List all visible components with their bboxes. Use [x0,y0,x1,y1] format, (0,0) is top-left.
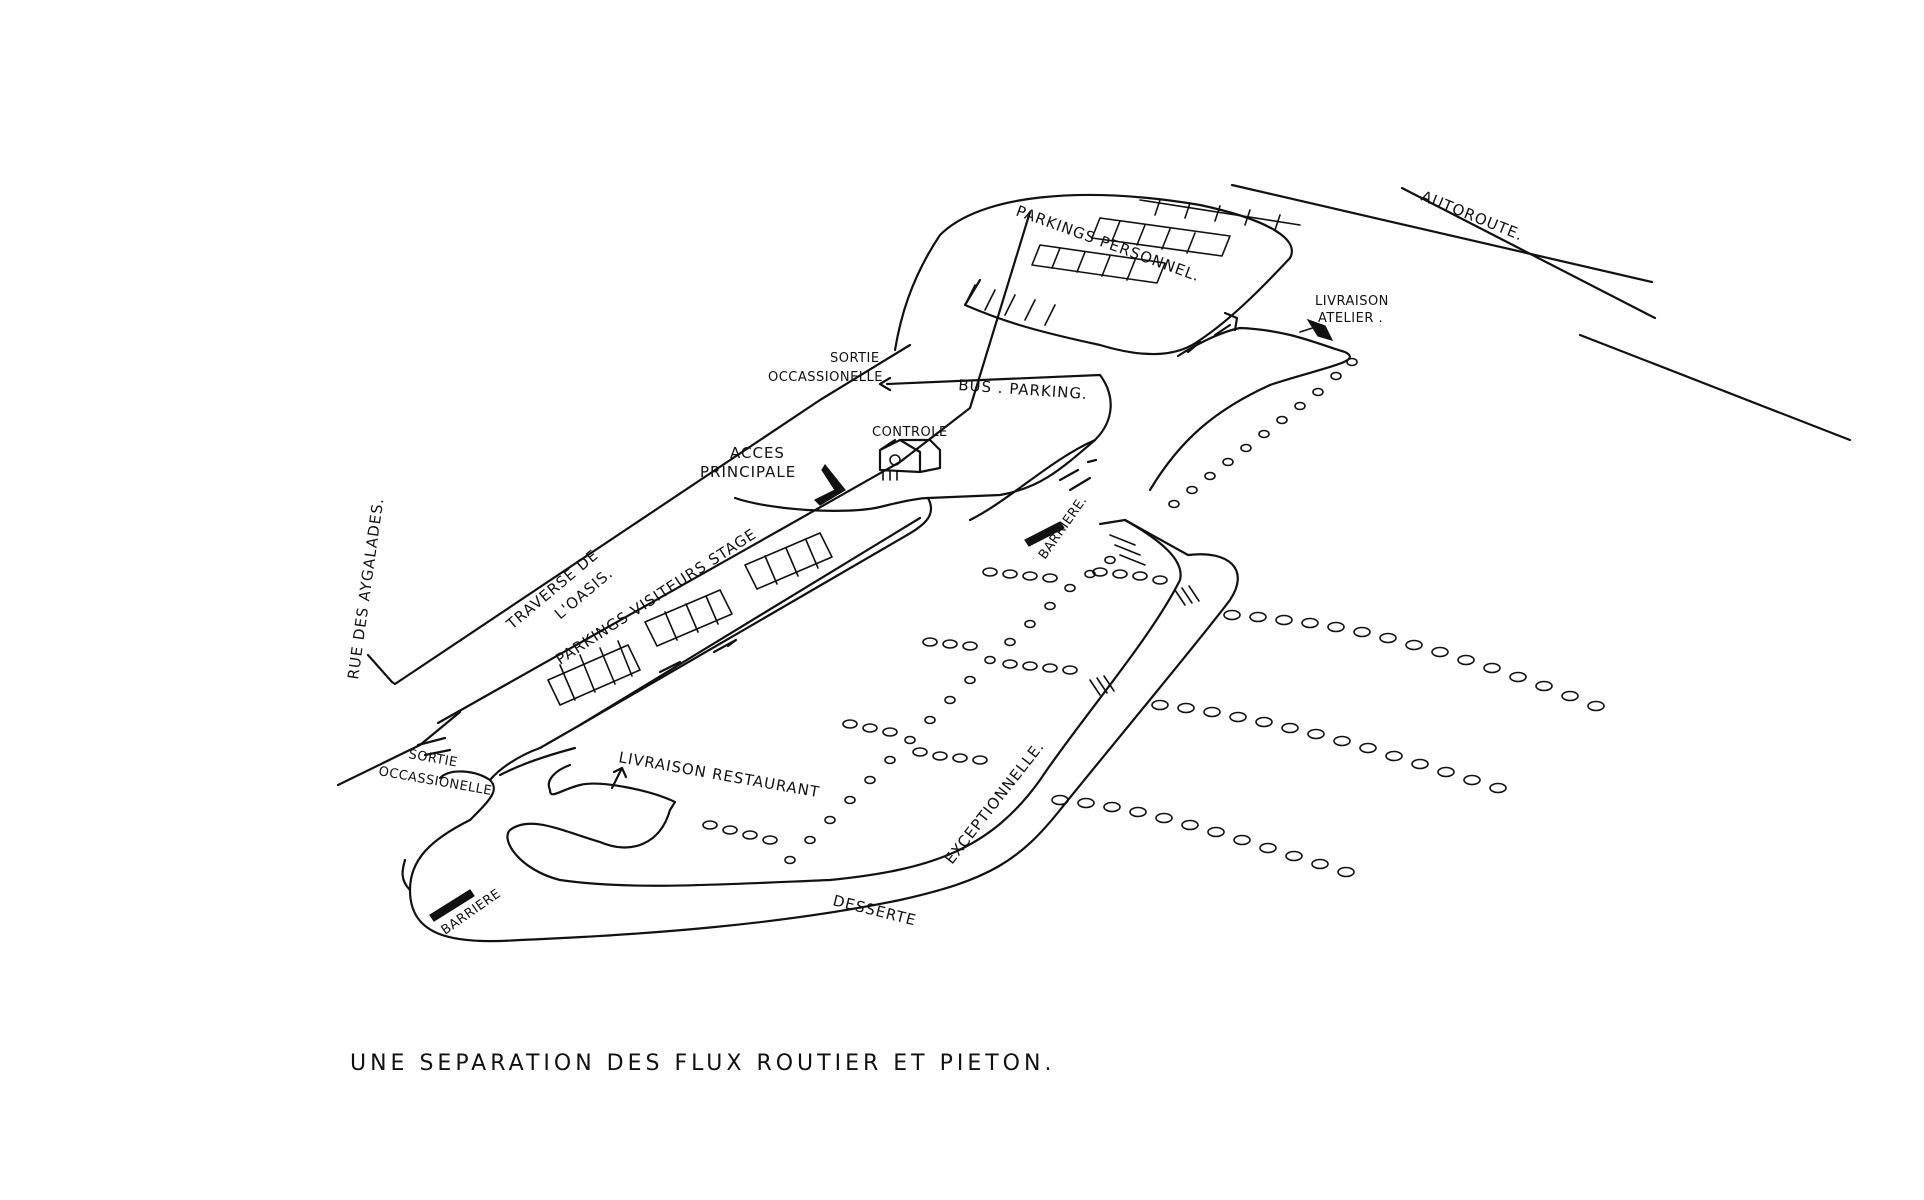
main-access-label-line1: ACCES [730,444,785,462]
control-label: CONTROLE [872,425,948,440]
delivery-atelier-arrow [1299,318,1334,341]
diagram-caption: UNE SEPARATION DES FLUX ROUTIER ET PIETO… [350,1051,1055,1076]
right-barrier-label: BARRIERE. [1036,493,1091,562]
control-booth [878,438,942,481]
main-access-label-line2: PRINCIPALE [700,463,796,481]
right-barrier [1024,521,1065,547]
bus-parking-arrow [878,376,892,392]
road-arrows [416,311,1239,790]
bottom-loop [438,746,542,822]
occasional-exit-bottom-line1: SORTIE [407,747,458,770]
occasional-exit-top-line2: OCCASSIONELLE [768,370,883,385]
main-access-barrier [813,463,846,506]
service-road-label: DESSERTE [831,891,918,929]
autoroute-lines [1230,183,1852,442]
visitor-parking-stalls [547,532,833,706]
delivery-atelier-label-line2: ATELIER . [1318,311,1383,326]
street-aygalades-label: RUE DES AYGALADES. [344,496,387,680]
staff-parking-label: PARKINGS PERSONNEL. [1014,202,1203,285]
restaurant-delivery-label: LIVRAISON RESTAURANT [617,748,821,801]
staff-parking-outline [893,193,1293,356]
staff-parking-stalls [964,199,1301,326]
delivery-atelier-label-line1: LIVRAISON [1315,294,1389,309]
main-road-loop [401,326,1351,943]
autoroute-label: AUTOROUTE. [1419,187,1527,244]
crosswalks [1089,534,1200,696]
bottom-left-barrier [429,889,475,922]
pedestrian-paths [702,357,1605,878]
occasional-exit-bottom-line2: OCCASSIONELLE [377,764,493,799]
occasional-exit-top-line1: SORTIE [830,351,880,366]
bus-parking-label: BUS . PARKING. [958,376,1089,403]
exceptional-label: EXCEPTIONNELLE. [941,737,1048,867]
